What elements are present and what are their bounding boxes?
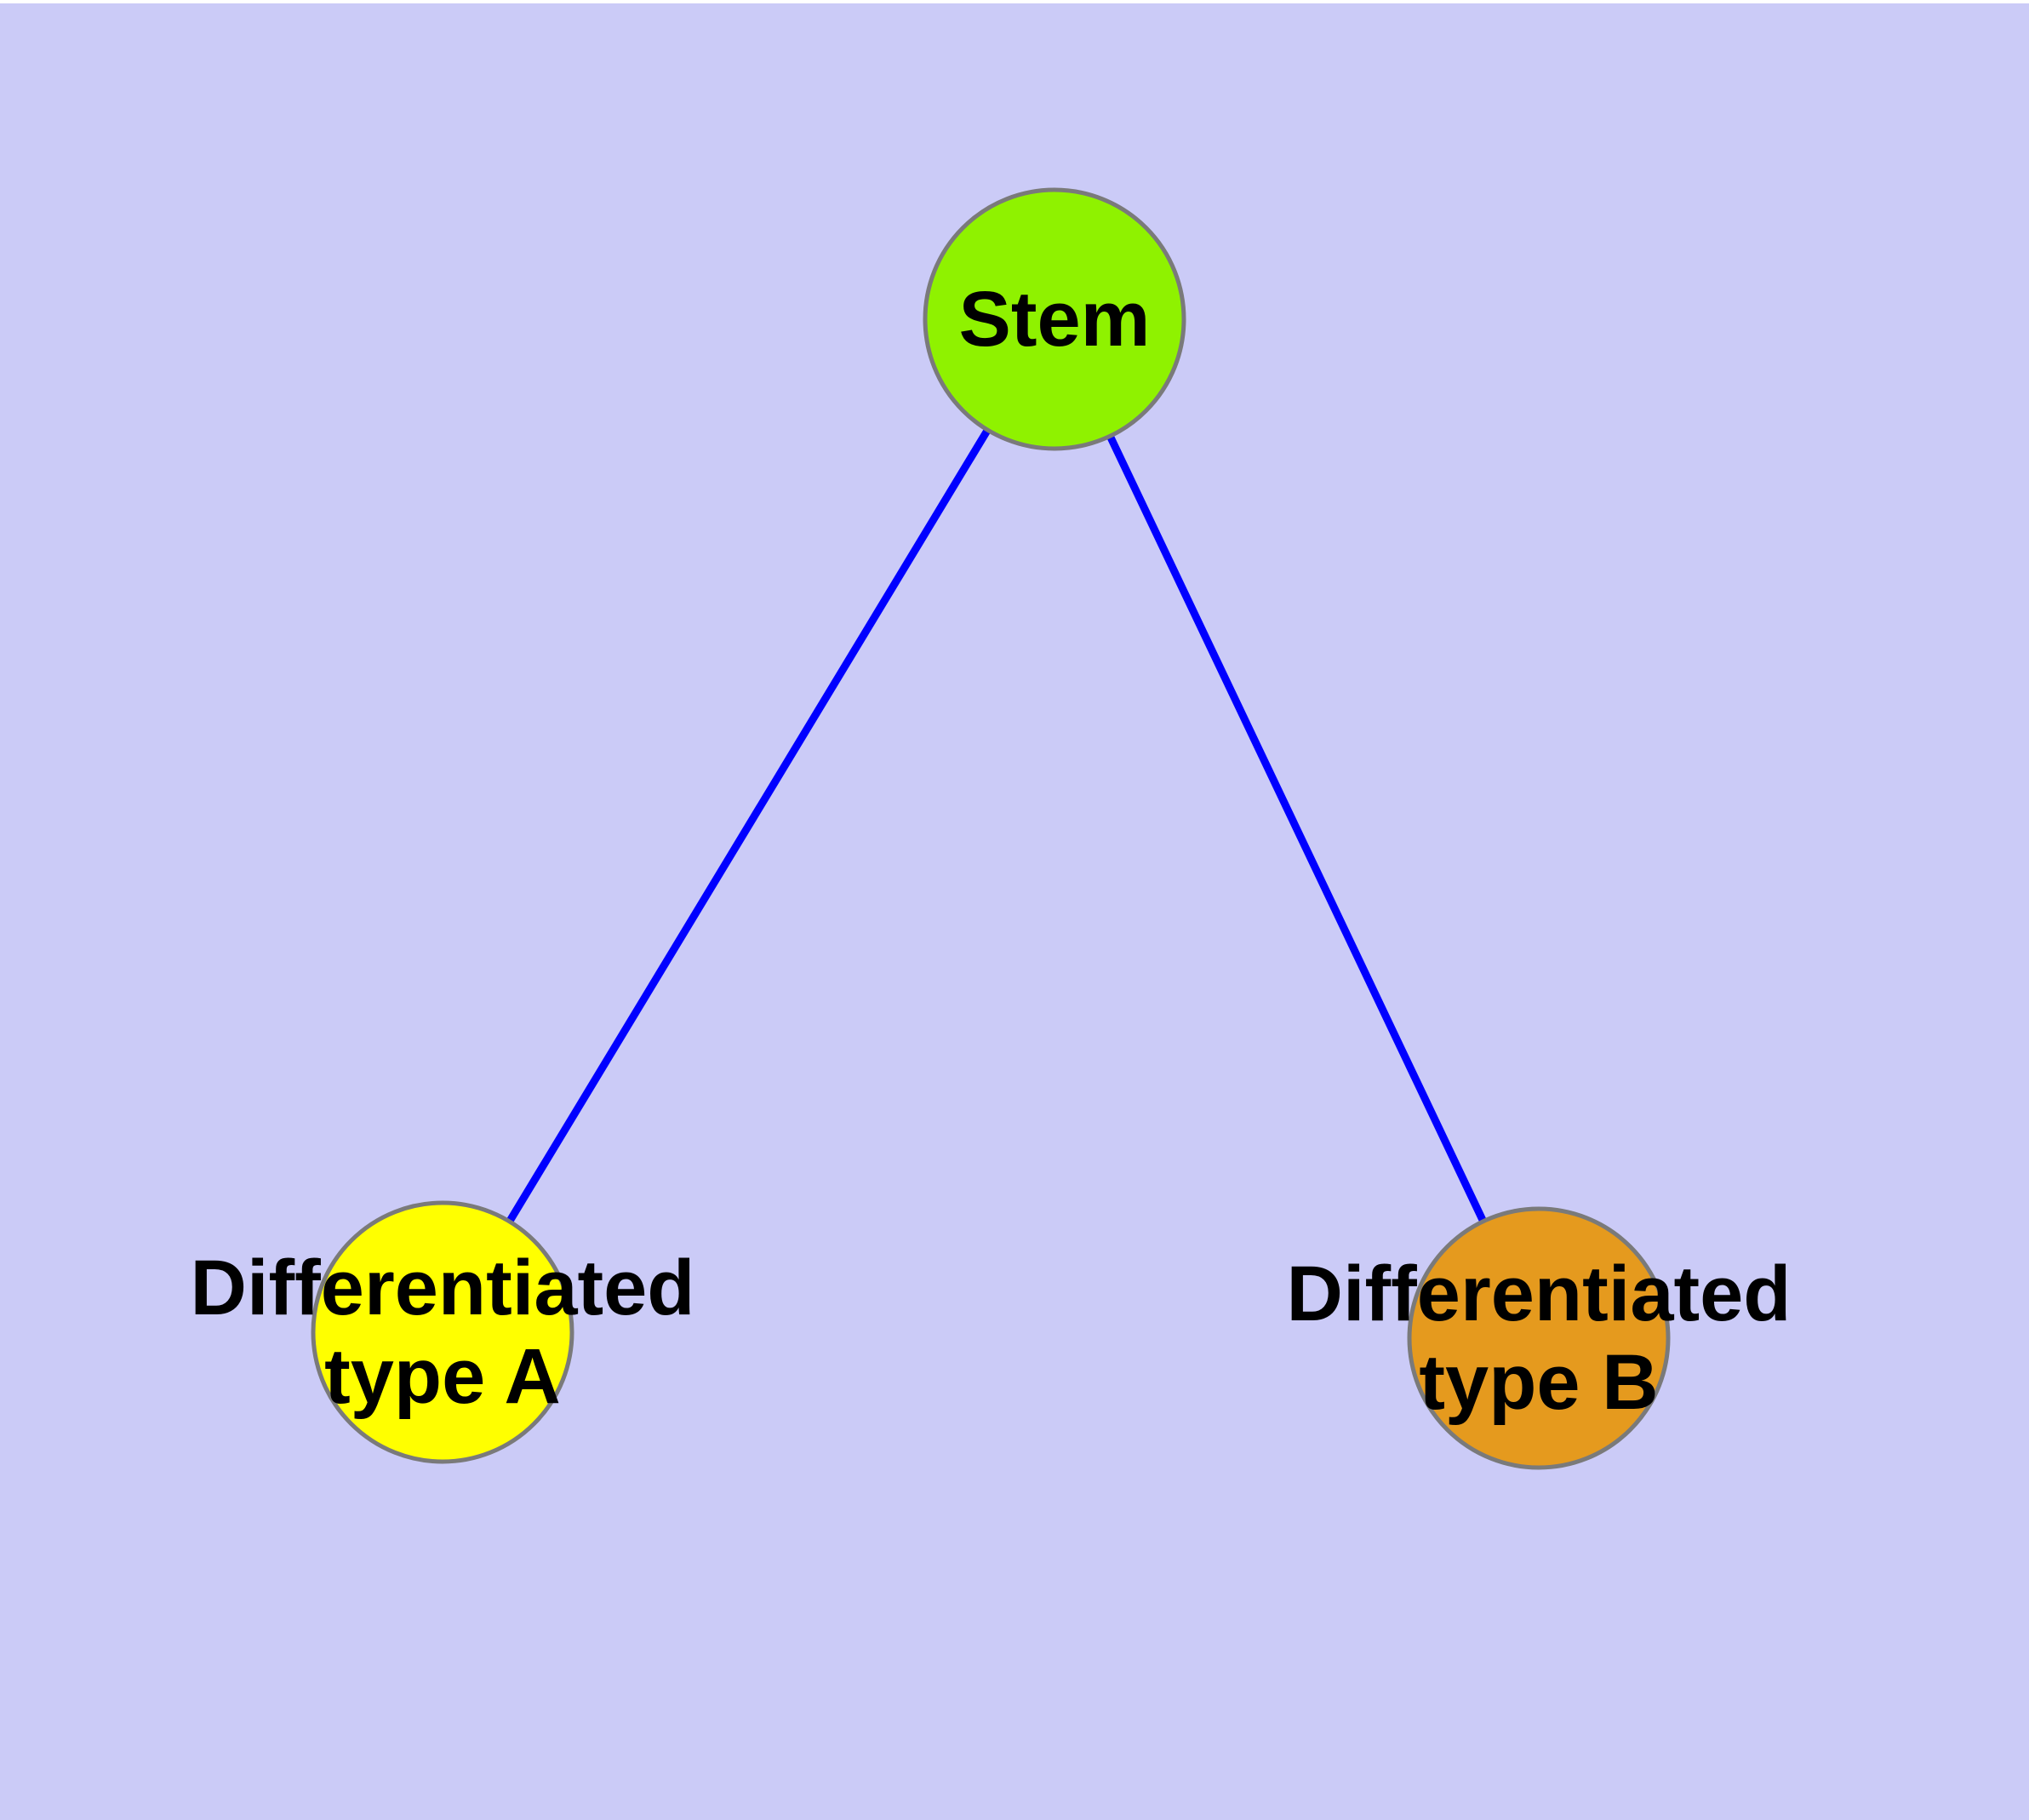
- node-differentiated-type-b: [1407, 1206, 1671, 1470]
- node-differentiated-type-a: [311, 1200, 574, 1464]
- node-stem: [923, 187, 1186, 451]
- edge-stem-to-differentiated-type-b: [1050, 318, 1543, 1340]
- node-label-stem: Stem: [959, 276, 1151, 363]
- figure-top-margin: [0, 0, 2029, 3]
- edge-stem-to-differentiated-type-a: [439, 317, 1058, 1335]
